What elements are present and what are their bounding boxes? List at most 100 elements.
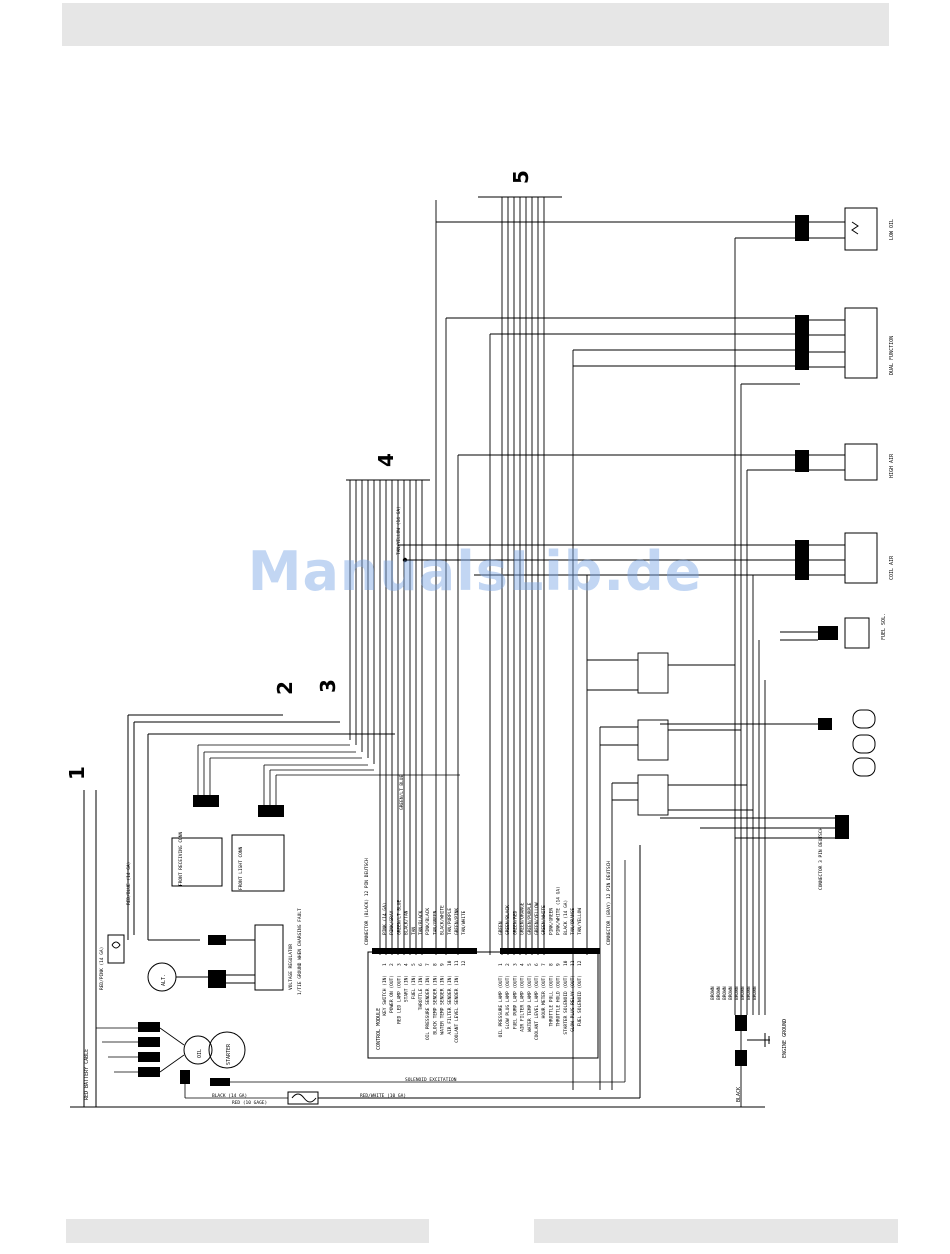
pin-wire-label: PINK (14 GA) (382, 902, 388, 935)
header-bar (62, 3, 889, 46)
section-1-label: 1 (65, 766, 89, 780)
connector-3pin-label: CONNECTOR 3 PIN DEUTSCH (818, 827, 824, 890)
pin-number: 8 (548, 963, 554, 966)
bundle-section-5 (398, 196, 800, 1090)
pin-wire-label: BLACK/WHITE (440, 905, 446, 935)
starter-label: STARTER (226, 1043, 232, 1065)
pin-number: 7 (541, 963, 547, 966)
pin-wire-label: TAN/PURPLE (447, 908, 453, 935)
pin-number: 5 (527, 963, 533, 966)
voltage-regulator-label: VOLTAGE REGULATOR (288, 944, 294, 990)
pin-wire-label: PINK/GREEN (548, 908, 554, 935)
pin-function-label: POWER ON (OUT) (389, 975, 395, 1013)
starter-assembly: OIL STARTER (96, 860, 626, 1099)
pin-wire-label: GREEN/RED (512, 910, 518, 935)
pin-function-label: AIR FILTER SENDER (IN) (447, 975, 453, 1035)
engine-ground: ENGINE GROUND BLACK (735, 1015, 788, 1102)
pin-function-label: THROTTLE PULL (OUT) (548, 975, 554, 1026)
engine-ground-label: ENGINE GROUND (782, 1019, 788, 1058)
pin-number: 7 (425, 963, 431, 966)
pin-wire-label: PINK/BLACK (425, 908, 431, 935)
pin-function-label: HOUR METER (OUT) (541, 975, 547, 1018)
alternator: ALT. (147, 962, 208, 992)
pin-function-label: THROTTLE HOLD (OUT) (556, 975, 562, 1026)
pin-wire-label: GREEN/PINK (454, 908, 460, 935)
pin-function-label: GLOW PLUG LAMP (OUT) (505, 975, 511, 1029)
ground-wire-label: BROWN (716, 986, 722, 1000)
control-module-label: CONTROL MODULE (376, 1008, 382, 1050)
front-light-label: FRONT LIGHT CONN (238, 846, 244, 890)
fuel-solenoid: FUEL SOL. (780, 613, 887, 649)
pin-function-label: START (IN) (404, 975, 410, 1002)
pin-function-label: COOLANT LEVEL LAMP (OUT) (534, 975, 540, 1040)
red-battery-cable-label: RED BATTERY CABLE (84, 1049, 90, 1100)
pin-wire-label: GREEN/WHITE (541, 905, 547, 935)
pin-number: 10 (563, 960, 569, 966)
ground-wire-label: BROWN (710, 986, 716, 1000)
pin-number: 4 (404, 963, 410, 966)
pin-function-label: WATER TEMP LAMP (OUT) (527, 975, 533, 1032)
high-air-switch: HIGH AIR (795, 443, 895, 481)
relays (587, 652, 753, 1090)
red-pink-label: RED/PINK (14 GA) (99, 947, 105, 990)
connector-3pin: CONNECTOR 3 PIN DEUTSCH (660, 815, 849, 890)
frame-lines (70, 714, 765, 1108)
low-oil-label: LOW OIL (889, 219, 895, 240)
pin-wire-label: PINK/WHITE (14 GA) (556, 886, 562, 935)
pin-wire-label: GREEN/YELLOW (534, 902, 540, 935)
pin-number: 2 (505, 963, 511, 966)
pin-number: 1 (382, 963, 388, 966)
dual-function-label: DUAL FUNCTION (889, 336, 895, 375)
pin-wire-label: TAN/ORANGE (570, 908, 576, 935)
red-10ga-label: RED (10 GAGE) (232, 1100, 267, 1106)
watermark: ManualsLib.de (247, 540, 703, 603)
pin-wire-label: BLACK (14 GA) (563, 900, 569, 935)
tan-yellow-label: TAN/YELLOW (14 GA) (396, 506, 402, 555)
alt-label: ALT. (161, 974, 167, 986)
pin-function-label: FUEL SOLENOID (OUT) (577, 975, 583, 1026)
pin-function-label: FUEL PUMP LAMP (OUT) (512, 975, 518, 1029)
front-receiving-label: FRONT RECEIVING CONN (178, 832, 184, 886)
ground-wire-label: BROWN (740, 986, 746, 1000)
pin-wire-label: TAN/WHITE (461, 910, 467, 935)
footer-bar-right (534, 1219, 898, 1243)
ground-bus (734, 237, 800, 1107)
pin-number: 2 (389, 963, 395, 966)
ground-wire-label: BROWN (734, 986, 740, 1000)
coil-air-label: COIL AIR (889, 555, 895, 580)
black-14ga-label: BLACK (14 GA) (212, 1093, 247, 1099)
pin-number: 6 (418, 963, 424, 966)
fuel-sol-label: FUEL SOL. (881, 613, 887, 640)
section-markers: 1 2 3 4 5 (65, 170, 533, 780)
green-lt-blue-label: GREEN/LT BLUE (399, 774, 405, 810)
pin-number: 5 (411, 963, 417, 966)
pin-function-label: KEY SWITCH (IN) (382, 975, 388, 1016)
pin-function-label: COOLANT LEVEL SENDER (IN) (454, 975, 460, 1043)
connector-black-label: CONNECTOR (BLACK) 12 PIN DEUTSCH (364, 858, 370, 945)
pin-function-label: STARTER SOLENOID (OUT) (563, 975, 569, 1035)
pin-number: 9 (556, 963, 562, 966)
pin-function-label: BLOCK TEMP SENDER (IN) (432, 975, 438, 1035)
pin-number: 4 (520, 963, 526, 966)
glow-plugs (660, 709, 876, 777)
pin-wire-label: GREEN (498, 921, 504, 935)
footer-bar-left (66, 1219, 429, 1243)
pin-number: 3 (396, 963, 402, 966)
ground-wire-label: BROWN (722, 986, 728, 1000)
low-oil-switch: LOW OIL (795, 207, 895, 251)
connector-gray-label: CONNECTOR (GRAY) 12 PIN DEUTSCH (606, 861, 612, 945)
pin-number: 10 (447, 960, 453, 966)
front-connectors: FRONT RECEIVING CONN FRONT LIGHT CONN (171, 744, 460, 892)
pin-number: 12 (577, 960, 583, 966)
pin-number: 11 (454, 960, 460, 966)
pin-wire-label: GREEN/LT BLUE (396, 899, 402, 935)
red-blue-label: RED/BLUE (14 GA) (126, 862, 132, 905)
pin-number: 12 (461, 960, 467, 966)
pin-number: 1 (498, 963, 504, 966)
bundle-section-4 (346, 479, 430, 955)
ground-wire-label: BROWN (728, 986, 734, 1000)
pin-wire-label: TAN/YELLOW (577, 908, 583, 935)
pin-wire-label: PINK/GRAY (389, 910, 395, 935)
